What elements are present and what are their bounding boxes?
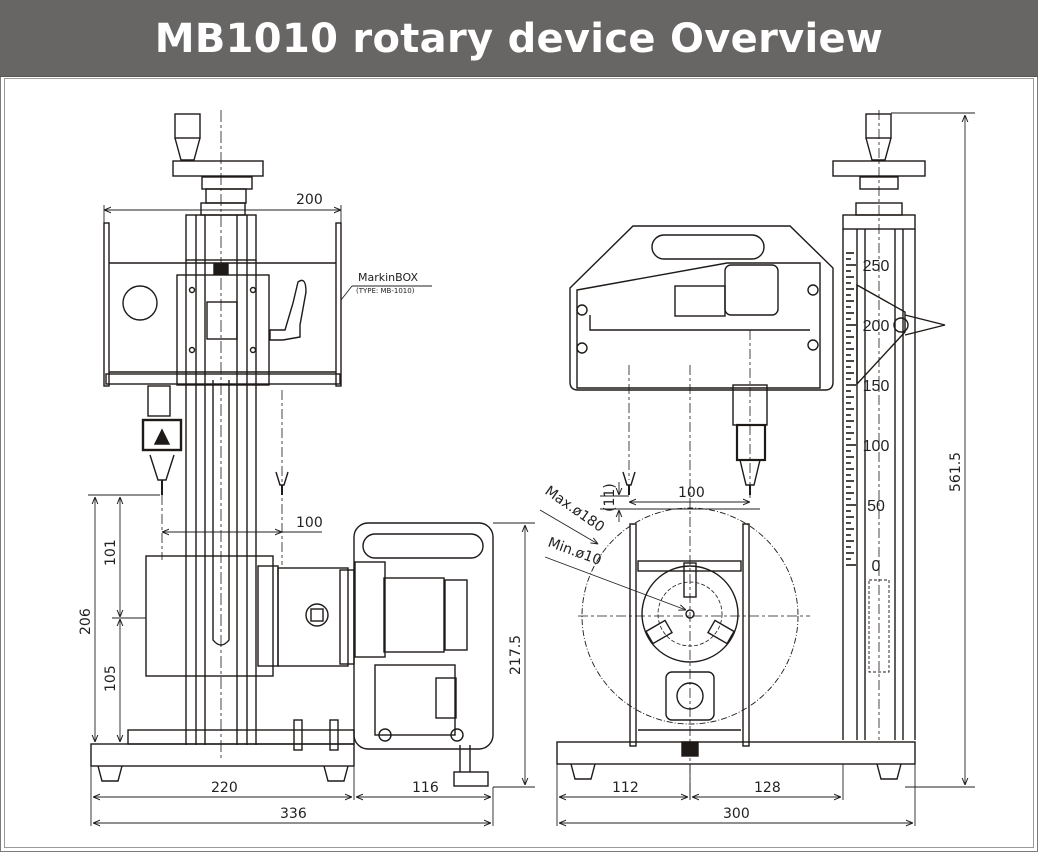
dim-base-width: 220 [211, 780, 238, 796]
scale-label-100: 100 [863, 438, 890, 455]
dim-needle-spacing-side: 100 [678, 485, 705, 501]
dim-head-width: 200 [296, 192, 323, 208]
scale-label-200: 200 [863, 318, 890, 335]
scale-label-150: 150 [863, 378, 890, 395]
dim-total-height: 206 [78, 608, 94, 635]
page-title: MB1010 rotary device Overview [154, 16, 884, 62]
markinbox-side [569, 225, 834, 391]
side-view [556, 110, 946, 800]
dim-lower-height: 105 [103, 665, 119, 692]
dim-needle-spacing-front: 100 [296, 515, 323, 531]
dim-upper-height: 101 [103, 539, 119, 566]
side-base [556, 741, 916, 780]
crank-handle [172, 110, 264, 760]
marking-head [141, 385, 289, 565]
side-marking-head [622, 330, 768, 800]
dim-left-offset: 112 [612, 780, 639, 796]
dim-overall-width-front: 336 [280, 806, 307, 822]
markinbox-label: MarkinBOX [358, 271, 418, 284]
scale-label-250: 250 [863, 258, 890, 275]
workpiece [145, 555, 274, 677]
rotary-chuck [257, 565, 355, 667]
markinbox-type-label: (TYPE: MB-1010) [356, 287, 415, 295]
side-dimensions [539, 112, 975, 826]
dim-rotary-width: 116 [412, 780, 439, 796]
markinbox-body [103, 222, 342, 387]
front-dimensions [88, 205, 535, 826]
rotary-unit [353, 522, 494, 787]
header-bar: MB1010 rotary device Overview [0, 0, 1038, 77]
dim-overall-height: 561.5 [948, 452, 964, 492]
side-rotary-frame [629, 523, 750, 757]
scale-label-50: 50 [867, 498, 885, 515]
dim-overall-width-side: 300 [723, 806, 750, 822]
dim-right-offset: 128 [754, 780, 781, 796]
scale-labels: 250 200 150 100 50 0 [863, 258, 890, 575]
height-scale [846, 252, 856, 566]
base-plate [90, 719, 355, 782]
dim-gap: (11) [602, 483, 618, 512]
dim-max-diameter: Max.ø180 [542, 483, 607, 536]
dim-rotary-height: 217.5 [508, 635, 524, 675]
side-column [832, 110, 946, 740]
scale-label-0: 0 [872, 558, 881, 575]
dim-min-diameter: Min.ø10 [546, 535, 604, 569]
drawing-border [4, 78, 1034, 848]
front-view [90, 110, 494, 787]
